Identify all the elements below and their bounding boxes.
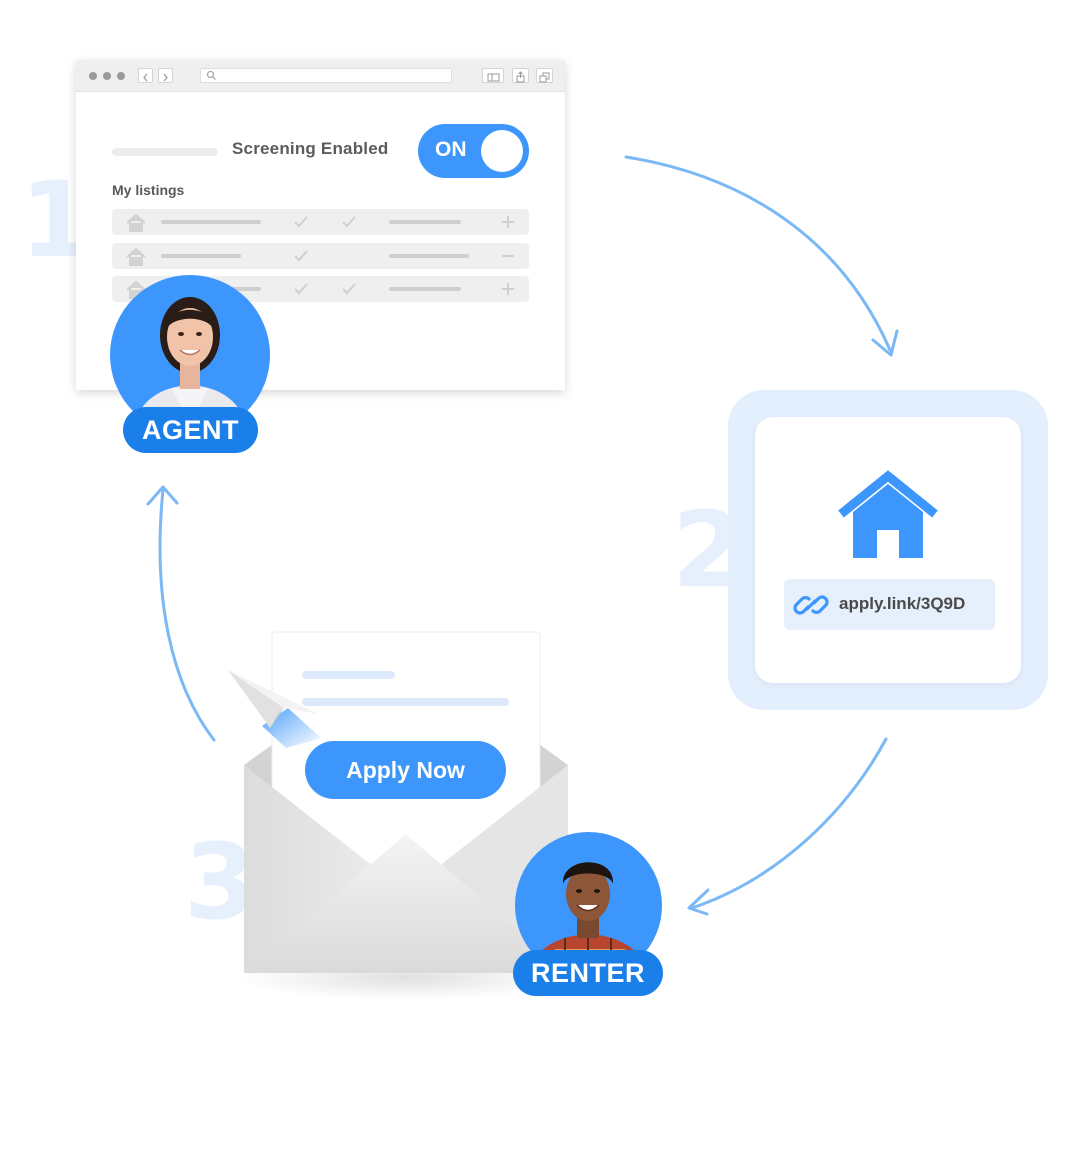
link-card: apply.link/3Q9D [728,390,1048,710]
sidebar-toggle-button[interactable] [482,68,504,83]
address-bar[interactable] [200,68,452,83]
apply-now-button[interactable]: Apply Now [305,741,506,799]
arrow-link-to-renter [690,737,888,910]
browser-window: Screening Enabled ON My listings [76,60,565,390]
paper-plane-icon [228,670,321,748]
placeholder-line [112,148,218,156]
link-card-inner: apply.link/3Q9D [755,417,1021,683]
toggle-knob [481,130,523,172]
window-dot [89,72,97,80]
arrow-email-to-agent-head [146,485,179,506]
check-icon [342,283,356,295]
application-link[interactable]: apply.link/3Q9D [784,579,995,630]
renter-badge: RENTER [513,950,663,996]
link-icon [793,595,829,615]
row-bar [389,254,469,258]
tabs-button[interactable] [536,68,553,83]
envelope-icon [238,631,576,1000]
arrow-agent-to-link-head [871,329,899,357]
chevron-right-icon [163,73,168,82]
tabs-icon [539,72,550,83]
sidebar-icon [487,73,500,82]
house-icon [126,213,146,232]
screening-toggle[interactable]: ON [418,124,529,178]
share-icon [516,71,525,83]
plus-icon[interactable] [500,281,516,297]
forward-button[interactable] [158,68,173,83]
link-text: apply.link/3Q9D [839,594,966,613]
row-bar [161,254,241,258]
back-button[interactable] [138,68,153,83]
agent-badge: AGENT [123,407,258,453]
arrow-email-to-agent [158,488,216,742]
arrow-link-to-renter-head [687,888,710,916]
search-icon [206,70,216,80]
listing-row[interactable] [112,243,529,269]
check-icon [342,216,356,228]
check-icon [294,216,308,228]
house-icon [838,470,938,558]
row-bar [161,220,261,224]
listings-heading: My listings [112,182,185,198]
plus-icon[interactable] [500,214,516,230]
share-button[interactable] [512,68,529,83]
listing-row[interactable] [112,209,529,235]
minus-icon[interactable] [500,248,516,264]
chevron-left-icon [143,73,148,82]
check-icon [294,250,308,262]
check-icon [294,283,308,295]
window-dot [117,72,125,80]
screening-label: Screening Enabled [232,139,389,158]
toggle-label: ON [435,138,467,161]
row-bar [389,287,461,291]
row-bar [389,220,461,224]
window-dot [103,72,111,80]
arrow-agent-to-link [624,155,892,352]
browser-toolbar [76,60,565,92]
house-icon [126,247,146,266]
